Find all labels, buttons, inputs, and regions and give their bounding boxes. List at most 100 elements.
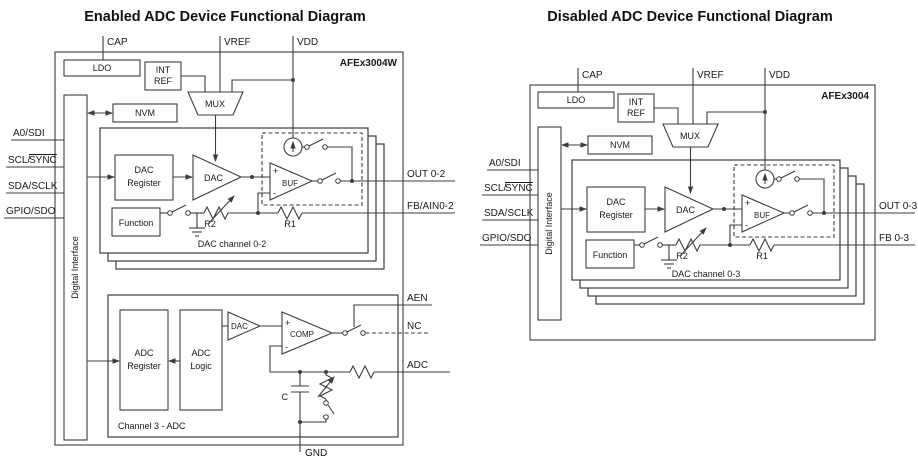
adc-logic-label: ADC [191,348,211,358]
nvm-label: NVM [135,108,155,118]
chip-name: AFEx3004W [340,58,398,69]
r1-label: R1 [284,219,296,229]
r2-resistor [203,205,229,221]
adc-channel-label: Channel 3 - ADC [118,421,186,431]
nvm-label: NVM [610,140,630,150]
adc-logic-label2: Logic [190,361,212,371]
dac-register-label: DAC [606,197,626,207]
buf-amp [741,194,786,233]
dac-register-label2: Register [127,178,161,188]
pin-scl-sync-bar: SYNC [505,183,533,194]
dac-channel: DAC Register DAC + - BUF OUT 0-3 [561,164,918,279]
pin-sda-sclk: SDA/SCLK [8,181,58,192]
comp-plus: + [285,318,290,328]
comp-output-switch [342,324,366,336]
nvm-block: NVM [86,103,178,123]
output-switch [317,172,341,184]
mux-label: MUX [205,99,225,109]
function-label: Function [593,250,628,260]
dac-amp [664,186,715,233]
pin-vref: VREF [697,70,724,81]
left-pins: A0/SDI SCL/ SYNC SDA/SCLK GPIO/SDO [4,128,64,219]
dac-register-label: DAC [134,165,154,175]
pin-scl-sync: SCL/ [484,183,506,194]
disabled-diagram: Disabled ADC Device Functional Diagram A… [480,9,918,341]
int-ref-label2: REF [627,108,646,118]
ldo-block: LDO [63,59,141,77]
pin-cap: CAP [582,70,603,81]
function-switch [167,204,191,216]
diagram-title: Enabled ADC Device Functional Diagram [84,9,365,25]
int-ref-block: INT REF [617,93,679,124]
r1-resistor [277,205,303,221]
ground-symbol [661,245,677,269]
buffer-dashed-box [733,164,835,238]
buf-amp [269,162,314,201]
buf-label: BUF [282,179,298,188]
pin-scl-sync: SCL/ [8,155,30,166]
ground-symbol [189,213,205,237]
r1-label: R1 [756,251,768,261]
int-ref-label: INT [629,97,644,107]
mux-block: MUX [662,123,719,195]
enabled-diagram: Enabled ADC Device Functional Diagram AF… [4,9,455,459]
pin-scl-sync-bar: SYNC [29,155,57,166]
function-block: Function [585,239,635,269]
adc-dac-amp [227,311,262,341]
adc-dac-label: DAC [231,322,248,331]
pin-cap: CAP [107,37,128,48]
ldo-label: LDO [93,63,112,73]
top-pins: CAP VREF VDD [102,36,318,138]
pin-sda-sclk: SDA/SCLK [484,208,534,219]
buffer-dashed-box [261,132,363,206]
int-ref-label: INT [156,65,171,75]
comp-minus: - [285,342,288,352]
r2-label: R2 [204,219,216,229]
pin-a0-sdi: A0/SDI [489,158,521,169]
pin-out: OUT 0-3 [879,201,918,212]
diagram-title: Disabled ADC Device Functional Diagram [547,9,833,25]
ldo-label: LDO [567,95,586,105]
output-switch [789,204,813,216]
mux-label: MUX [680,131,700,141]
dac-channel-label: DAC channel 0-3 [672,269,741,279]
adc-register-label2: Register [127,361,161,371]
digital-interface-block: Digital Interface [537,126,562,321]
mux-block: MUX [187,91,244,163]
dac-channel-label: DAC channel 0-2 [198,239,267,249]
pin-nc: NC [407,321,421,332]
chip-name: AFEx3004 [821,91,869,102]
pin-vdd: VDD [769,70,790,81]
current-source-switch [776,170,800,182]
adc-feedback-resistor [349,364,375,380]
cap-c-label: C [282,392,289,402]
r1-resistor [749,237,775,253]
function-label: Function [119,218,154,228]
dac-label: DAC [204,173,224,183]
digital-interface-label: Digital Interface [70,236,80,299]
pin-gpio-sdo: GPIO/SDO [6,206,56,217]
pin-aen: AEN [407,293,428,304]
pin-fb: FB/AIN0-2 [407,201,454,212]
buf-minus: - [273,188,276,198]
pin-fb: FB 0-3 [879,233,909,244]
dac-amp [192,154,243,201]
digital-interface-block: Digital Interface [63,94,88,441]
dac-channel: DAC Register DAC + - BUF OUT [87,132,455,249]
r2-resistor [675,237,701,253]
nvm-block: NVM [560,135,653,155]
adc-channel: ADC Register ADC Logic DAC + - COMP AEN … [87,293,450,459]
left-pins: A0/SDI SCL/ SYNC SDA/SCLK GPIO/SDO [480,158,538,246]
buf-minus: - [745,220,748,230]
comp-amp [281,311,334,355]
buf-plus: + [745,198,750,208]
function-switch [639,236,663,248]
pin-a0-sdi: A0/SDI [13,128,45,139]
function-block: Function [111,207,161,237]
top-pins: CAP VREF VDD [577,68,790,170]
current-source-switch [304,138,328,150]
r2-label: R2 [676,251,688,261]
pin-out: OUT 0-2 [407,169,446,180]
adc-register-label: ADC [134,348,154,358]
